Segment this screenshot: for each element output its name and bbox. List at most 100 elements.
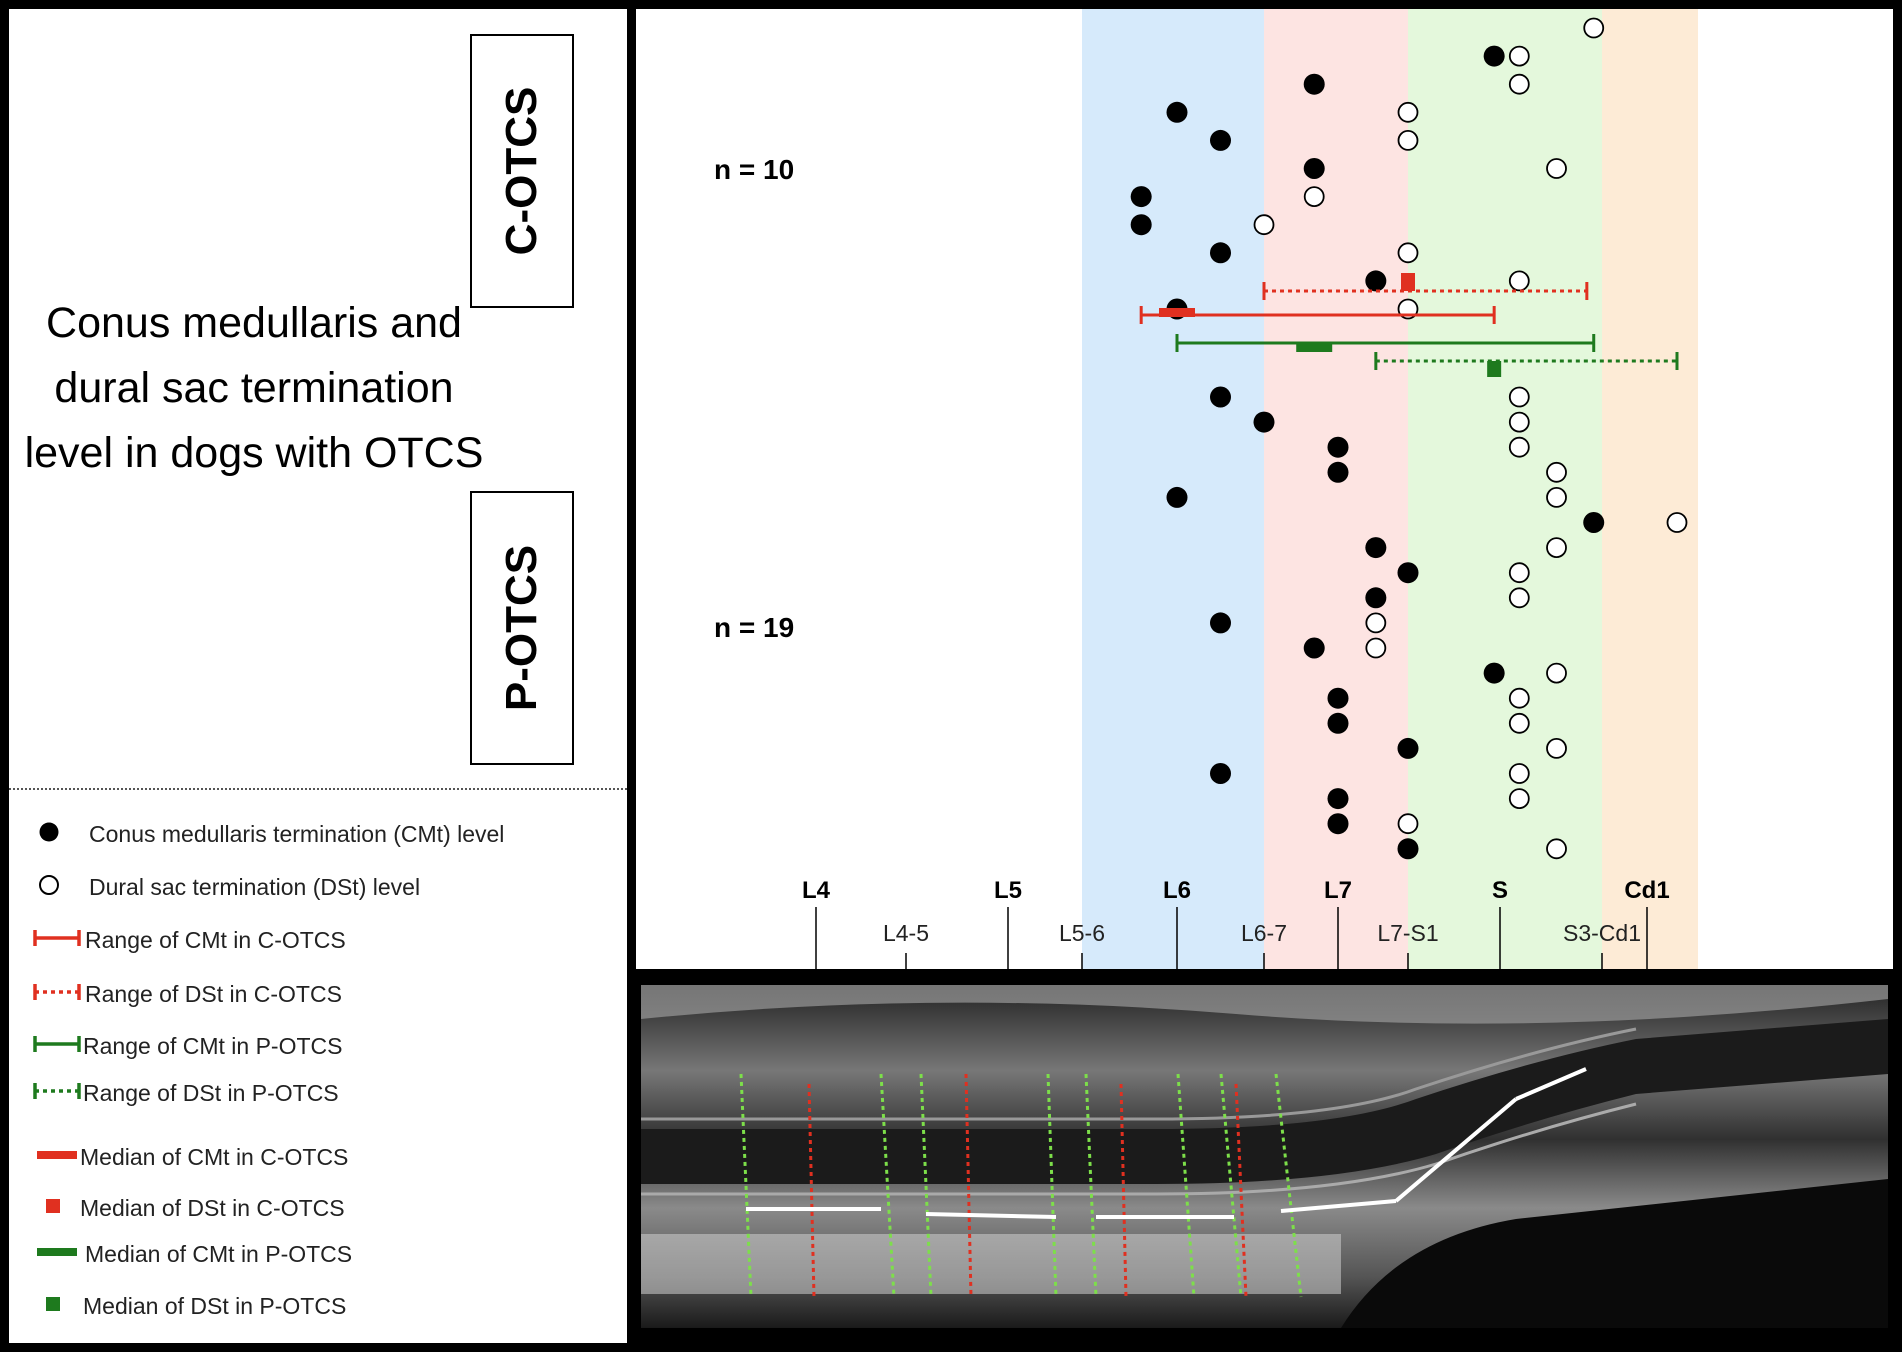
cm-point (1327, 687, 1349, 709)
ds-point (1546, 461, 1567, 483)
filled-circle-icon (39, 822, 59, 842)
legend-separator (9, 788, 627, 790)
vertebral-bodies (641, 1234, 1341, 1294)
vertical-divider (627, 0, 636, 1352)
legend-label: Range of DSt in C-OTCS (85, 981, 342, 1007)
range-ds-p-otcs (1374, 352, 1679, 370)
group-box-c-otcs: C-OTCS (470, 34, 574, 308)
ds-point (1546, 662, 1567, 684)
ds-point (1546, 537, 1567, 558)
legend-item: Conus medullaris termination (CMt) level (9, 813, 619, 853)
major-tick-label: L4 (802, 877, 831, 904)
pelvic-region (1341, 1179, 1888, 1328)
legend-label: Median of CMt in P-OTCS (85, 1241, 353, 1267)
cm-point (1327, 788, 1349, 810)
group-n-label: n = 19 (714, 612, 794, 643)
ds-point (1583, 17, 1605, 39)
minor-tick-label: L7-S1 (1377, 920, 1438, 946)
median-square-icon (46, 1297, 60, 1311)
canal-wall-upper (641, 1027, 1637, 1121)
cm-point (1210, 763, 1231, 784)
legend-item: Median of CMt in P-OTCS (9, 1233, 619, 1273)
median-cm-c-otcs (1159, 308, 1195, 317)
ds-point (1546, 738, 1567, 759)
green-guide-line (739, 1073, 753, 1298)
cm-point (1397, 562, 1419, 584)
cm-point (1327, 461, 1349, 483)
dorsal-soft-tissue (641, 985, 1888, 1024)
red-guide-line (807, 1083, 816, 1298)
group-box-p-otcs: P-OTCS (470, 491, 574, 765)
cm-point (1397, 737, 1419, 759)
red-guide-line (1234, 1083, 1248, 1298)
major-tick-label: L6 (1163, 877, 1191, 904)
range-dotted-icon (33, 984, 81, 1000)
ds-point (1508, 411, 1530, 433)
white-measure-line (1280, 1199, 1397, 1213)
green-guide-line (919, 1073, 933, 1298)
ds-point (1546, 838, 1567, 860)
spinal-canal (641, 1019, 1888, 1184)
green-guide-line (1046, 1073, 1058, 1298)
legend-item: Median of CMt in C-OTCS (9, 1136, 619, 1176)
ds-point (1508, 45, 1530, 67)
cm-point (1303, 158, 1325, 179)
ds-point (1508, 587, 1530, 609)
red-guide-line (1119, 1083, 1128, 1298)
green-guide-line (1176, 1073, 1196, 1298)
legend-item: Range of CMt in P-OTCS (9, 1025, 619, 1065)
minor-tick-label: L6-7 (1241, 920, 1287, 946)
minor-tick-label: S3-Cd1 (1563, 920, 1641, 946)
major-tick-label: L5 (994, 877, 1022, 904)
left-panel: C-OTCS P-OTCS Conus medullaris and dural… (9, 9, 627, 1343)
ds-point (1397, 242, 1419, 264)
ds-point (1546, 158, 1567, 179)
group-label-c-otcs: C-OTCS (497, 86, 546, 256)
band-cd1 (1602, 9, 1698, 969)
ds-point (1397, 813, 1419, 835)
ds-point (1365, 612, 1387, 634)
ds-point (1253, 214, 1275, 236)
ds-point (1666, 512, 1688, 533)
range-solid-icon (33, 930, 81, 946)
median-square-icon (46, 1199, 60, 1213)
canal-wall-lower (641, 1102, 1637, 1196)
legend-label: Range of DSt in P-OTCS (83, 1080, 339, 1106)
cm-point (1210, 129, 1231, 151)
ds-point (1508, 436, 1530, 458)
ds-point (1508, 73, 1530, 95)
green-guide-line (879, 1073, 896, 1298)
white-measure-line (1515, 1067, 1587, 1101)
cm-point (1130, 214, 1152, 236)
legend-item: Median of DSt in P-OTCS (9, 1285, 619, 1325)
median-ds-c-otcs (1401, 273, 1415, 291)
legend-label: Median of DSt in P-OTCS (83, 1293, 347, 1319)
ds-point (1508, 687, 1530, 709)
range-cm-c-otcs (1139, 306, 1496, 324)
ds-point (1508, 712, 1530, 734)
mri-annotation-lines (739, 1067, 1587, 1298)
range-solid-icon (33, 1036, 81, 1052)
cm-point (1483, 45, 1505, 67)
legend-label: Range of CMt in P-OTCS (83, 1033, 343, 1059)
legend-item: Range of CMt in C-OTCS (9, 919, 619, 959)
minor-tick-label: L5-6 (1059, 920, 1105, 946)
ds-point (1508, 788, 1530, 809)
cm-point (1303, 73, 1325, 95)
ds-point (1546, 486, 1567, 508)
mri-spine-image (641, 985, 1888, 1328)
cm-point (1583, 512, 1605, 533)
ds-point (1508, 386, 1530, 408)
cm-point (1303, 637, 1325, 659)
ds-point (1365, 637, 1387, 659)
band-s (1408, 9, 1602, 969)
cm-point (1210, 386, 1231, 408)
open-circle-icon (39, 875, 59, 895)
cm-point (1166, 486, 1188, 508)
ds-point (1508, 270, 1530, 292)
cm-point (1166, 101, 1188, 123)
mri-image (636, 979, 1893, 1343)
band-l7 (1264, 9, 1408, 969)
legend-item: Range of DSt in C-OTCS (9, 973, 619, 1013)
